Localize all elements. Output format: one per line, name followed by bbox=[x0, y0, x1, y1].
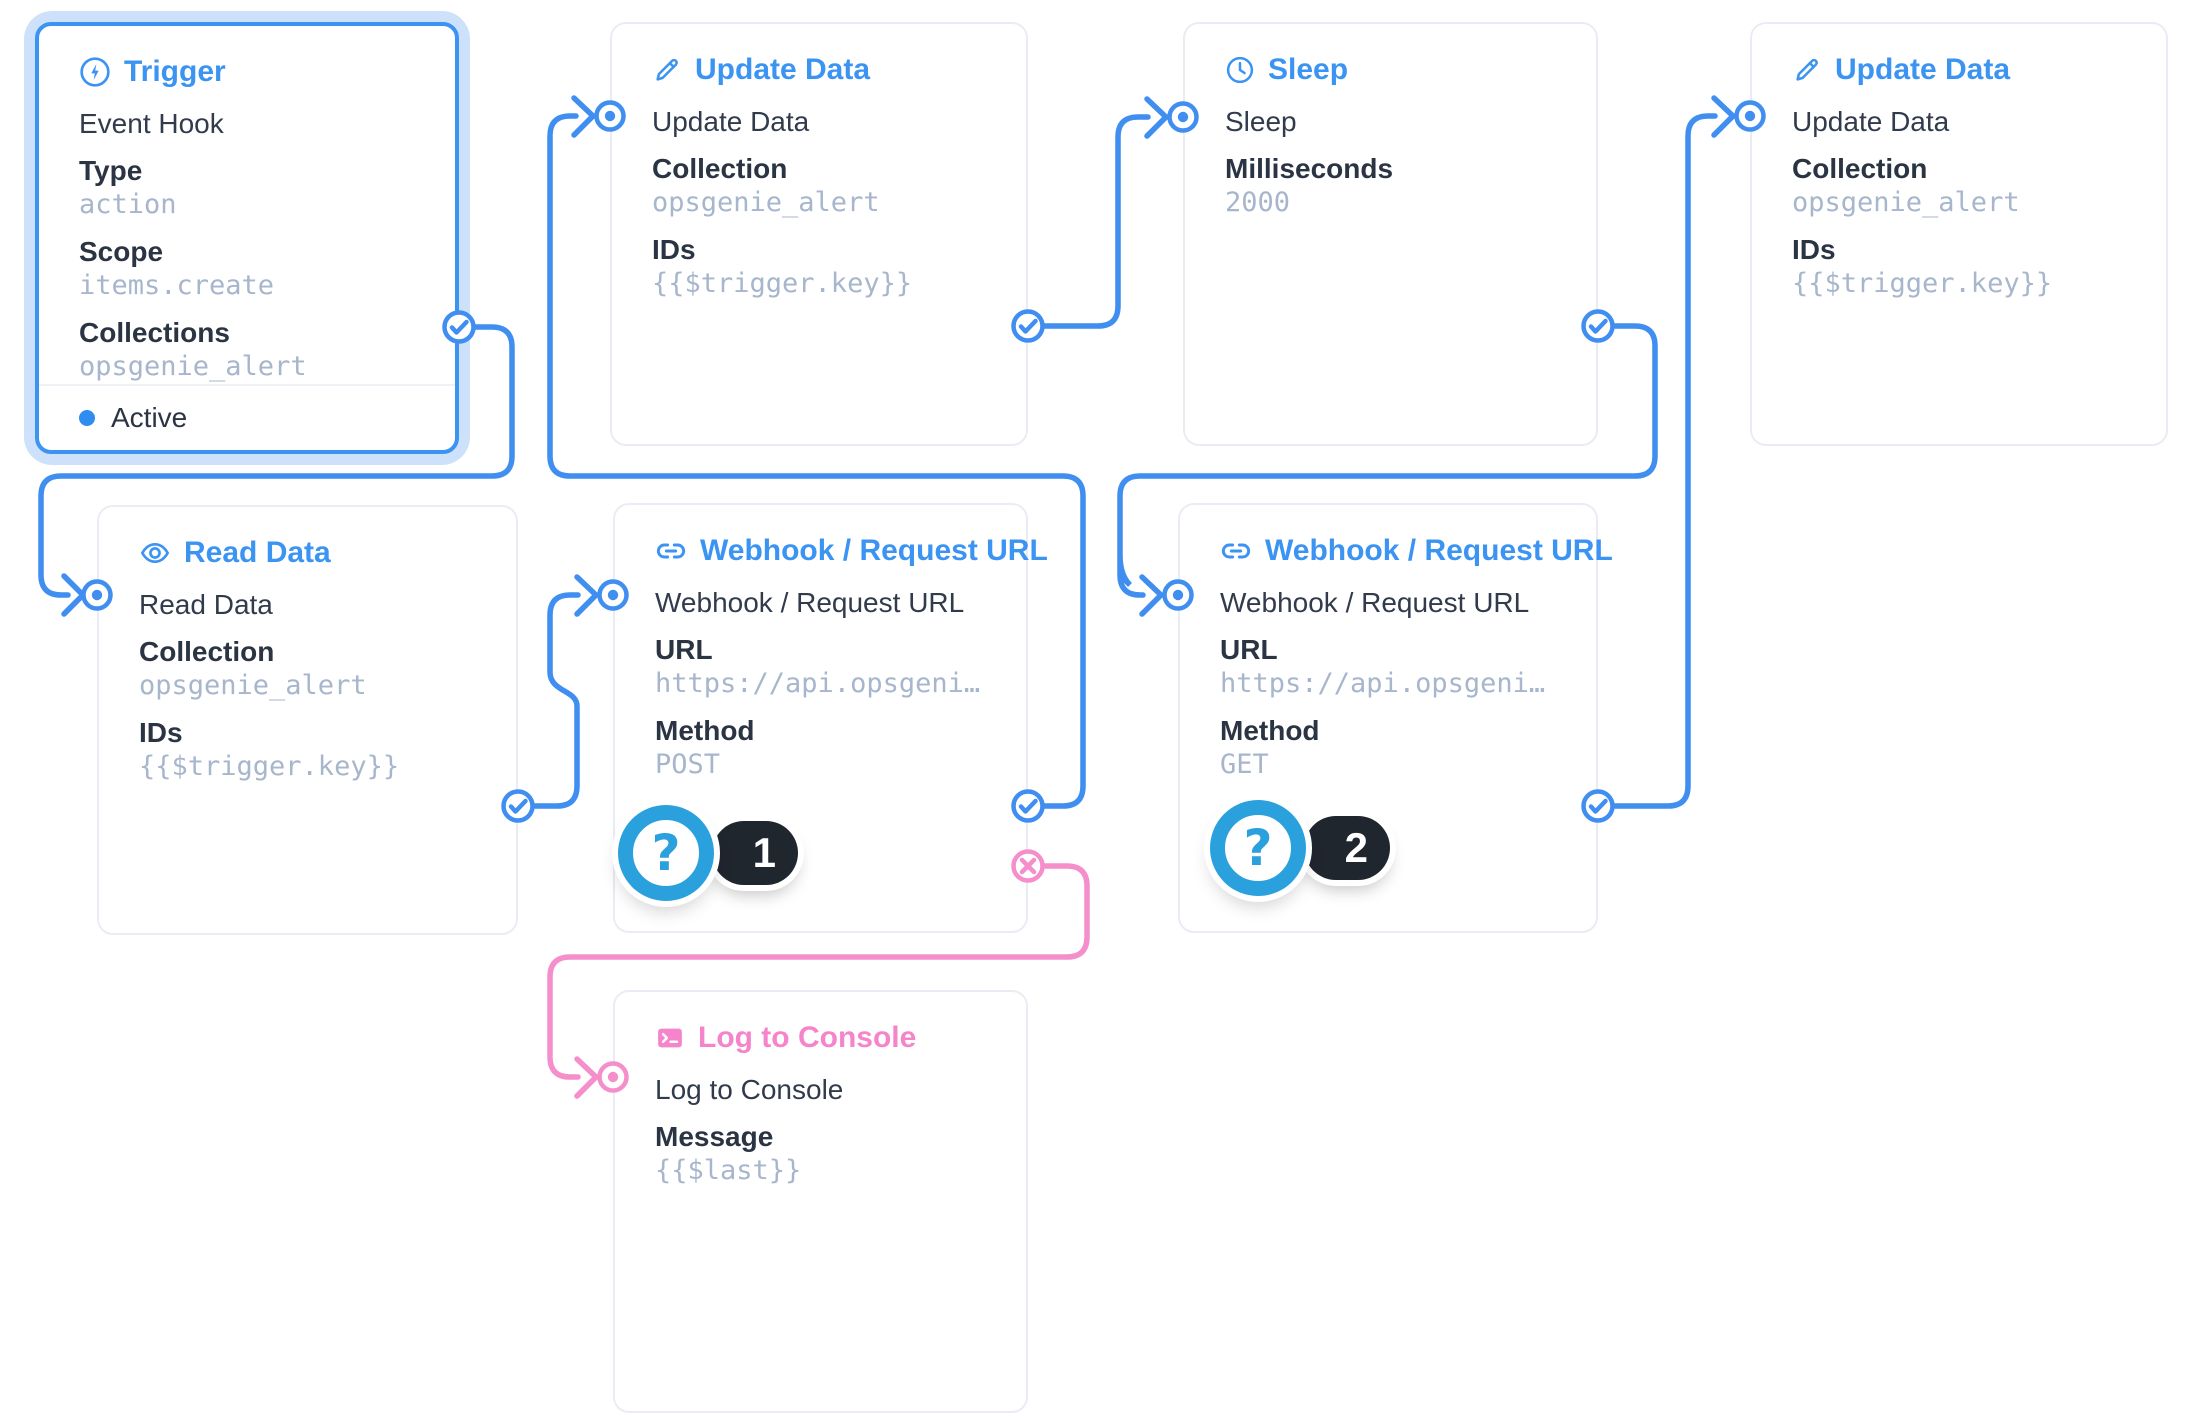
node-header: Webhook / Request URL bbox=[615, 533, 1048, 569]
field-value: https://api.opsgenie.com/v… bbox=[1220, 668, 1596, 699]
field-label: IDs bbox=[139, 717, 183, 748]
node-header: Read Data bbox=[99, 535, 516, 571]
arrowhead-icon bbox=[571, 95, 597, 138]
link-icon bbox=[655, 535, 687, 567]
field-value: opsgenie_alert bbox=[79, 351, 307, 382]
node-header: Log to Console bbox=[615, 1020, 1026, 1056]
node-title: Log to Console bbox=[698, 1021, 917, 1054]
field-label: URL bbox=[1220, 634, 1278, 665]
node-header: Sleep bbox=[1185, 52, 1596, 88]
field-value: opsgenie_alert bbox=[139, 670, 367, 701]
arrowhead-icon bbox=[574, 1056, 600, 1099]
field-label: Collection bbox=[1792, 153, 1928, 184]
connection-read-webhook1 bbox=[515, 592, 581, 809]
arrowhead-icon bbox=[1711, 95, 1737, 138]
node-header: Trigger bbox=[39, 54, 455, 90]
trigger-status: Active bbox=[39, 384, 455, 450]
bolt-circle-icon bbox=[79, 56, 111, 88]
resolve-step-badge[interactable]: 1 ? bbox=[618, 805, 808, 915]
connection-update1-sleep bbox=[1025, 114, 1151, 329]
pencil-icon bbox=[1792, 55, 1822, 85]
field-value: opsgenie_alert bbox=[652, 187, 880, 218]
node-name: Webhook / Request URL bbox=[1220, 587, 1530, 618]
field-value: POST bbox=[655, 749, 721, 780]
node-sleep[interactable]: Sleep Sleep Milliseconds 2000 bbox=[1183, 22, 1598, 446]
field-value: action bbox=[79, 189, 177, 220]
node-log-to-console[interactable]: Log to Console Log to Console Message {{… bbox=[613, 990, 1028, 1413]
clock-icon bbox=[1225, 55, 1255, 85]
node-name: Event Hook bbox=[79, 108, 224, 139]
node-title: Update Data bbox=[1835, 53, 2011, 86]
field-value: {{$trigger.key}} bbox=[1792, 268, 2053, 299]
field-value: items.create bbox=[79, 270, 275, 301]
link-icon bbox=[1220, 535, 1252, 567]
node-title: Update Data bbox=[695, 53, 871, 86]
node-header: Webhook / Request URL bbox=[1180, 533, 1613, 569]
node-name: Sleep bbox=[1225, 106, 1297, 137]
field-value: {{$last}} bbox=[655, 1155, 802, 1186]
field-value: 2000 bbox=[1225, 187, 1291, 218]
question-mark-icon: ? bbox=[618, 805, 714, 901]
field-label: Message bbox=[655, 1121, 774, 1152]
field-value: {{$trigger.key}} bbox=[139, 751, 400, 782]
arrowhead-icon bbox=[1144, 96, 1170, 139]
status-label: Active bbox=[111, 402, 188, 433]
node-title: Webhook / Request URL bbox=[1265, 534, 1613, 567]
field-label: IDs bbox=[652, 234, 696, 265]
field-label: Scope bbox=[79, 236, 164, 267]
field-label: URL bbox=[655, 634, 713, 665]
pencil-icon bbox=[652, 55, 682, 85]
field-label: Milliseconds bbox=[1225, 153, 1394, 184]
question-mark-icon: ? bbox=[1210, 800, 1306, 896]
node-name: Update Data bbox=[1792, 106, 1950, 137]
node-name: Webhook / Request URL bbox=[655, 587, 965, 618]
node-name: Log to Console bbox=[655, 1074, 844, 1105]
field-label: Collection bbox=[139, 636, 275, 667]
node-title: Webhook / Request URL bbox=[700, 534, 1048, 567]
field-label: Collections bbox=[79, 317, 230, 348]
field-value: GET bbox=[1220, 749, 1269, 780]
field-label: Method bbox=[655, 715, 755, 746]
arrowhead-icon bbox=[1139, 574, 1165, 617]
active-dot-icon bbox=[79, 410, 95, 426]
node-name: Read Data bbox=[139, 589, 273, 620]
field-label: Method bbox=[1220, 715, 1320, 746]
node-read-data[interactable]: Read Data Read Data Collection opsgenie_… bbox=[97, 505, 518, 935]
node-name: Update Data bbox=[652, 106, 810, 137]
node-header: Update Data bbox=[612, 52, 1026, 88]
field-label: Type bbox=[79, 155, 143, 186]
field-value: {{$trigger.key}} bbox=[652, 268, 913, 299]
node-update-data-1[interactable]: Update Data Update Data Collection opsge… bbox=[610, 22, 1028, 446]
field-value: https://api.opsgenie.com/v… bbox=[655, 668, 1026, 699]
resolve-step-badge[interactable]: 2 ? bbox=[1210, 800, 1400, 910]
arrowhead-icon bbox=[574, 574, 600, 617]
eye-icon bbox=[139, 537, 171, 569]
field-value: opsgenie_alert bbox=[1792, 187, 2020, 218]
node-title: Read Data bbox=[184, 536, 331, 569]
node-title: Trigger bbox=[124, 55, 226, 88]
step-number-pill: 2 bbox=[1304, 816, 1390, 880]
field-label: IDs bbox=[1792, 234, 1836, 265]
node-header: Update Data bbox=[1752, 52, 2166, 88]
node-title: Sleep bbox=[1268, 53, 1349, 86]
field-label: Collection bbox=[652, 153, 788, 184]
step-number-pill: 1 bbox=[712, 821, 798, 885]
node-update-data-2[interactable]: Update Data Update Data Collection opsge… bbox=[1750, 22, 2168, 446]
connection-webhook2-update2 bbox=[1595, 113, 1718, 809]
arrowhead-icon bbox=[61, 573, 87, 617]
terminal-icon bbox=[655, 1023, 685, 1053]
node-trigger[interactable]: Trigger Event Hook Type action Scope ite… bbox=[35, 22, 459, 454]
